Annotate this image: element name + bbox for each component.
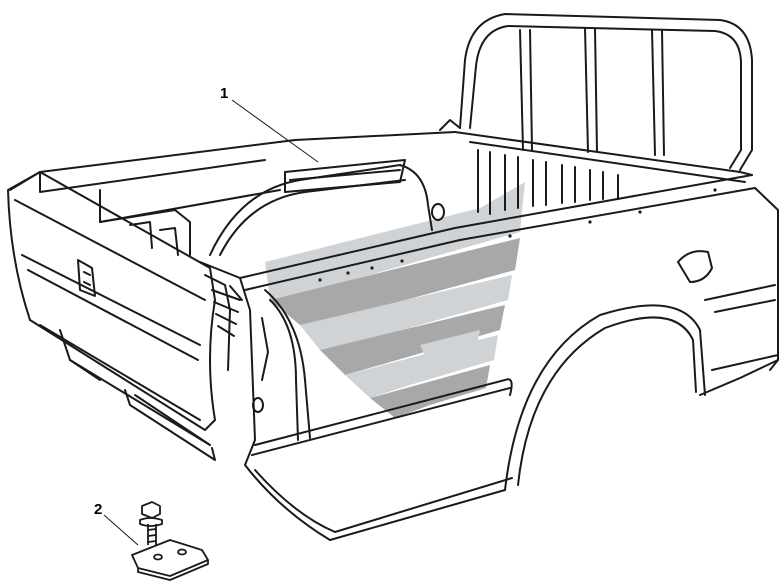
callout-label-2: 2 xyxy=(94,501,103,518)
leader-line-2 xyxy=(103,514,139,546)
callout-label-1: 1 xyxy=(220,85,229,102)
mounting-plate xyxy=(131,539,209,577)
rear-corner-post xyxy=(199,261,256,466)
wheel-arch xyxy=(504,304,706,491)
fuel-door xyxy=(677,250,713,283)
pickup-bed-body xyxy=(7,13,779,541)
right-bedside-panel xyxy=(239,174,753,279)
tailgate xyxy=(7,171,216,431)
roll-bar xyxy=(459,13,753,171)
bolt-head xyxy=(141,501,161,519)
bolt-with-plate xyxy=(131,501,209,581)
leader-line-1 xyxy=(231,99,319,163)
watermark-logo xyxy=(265,182,525,418)
